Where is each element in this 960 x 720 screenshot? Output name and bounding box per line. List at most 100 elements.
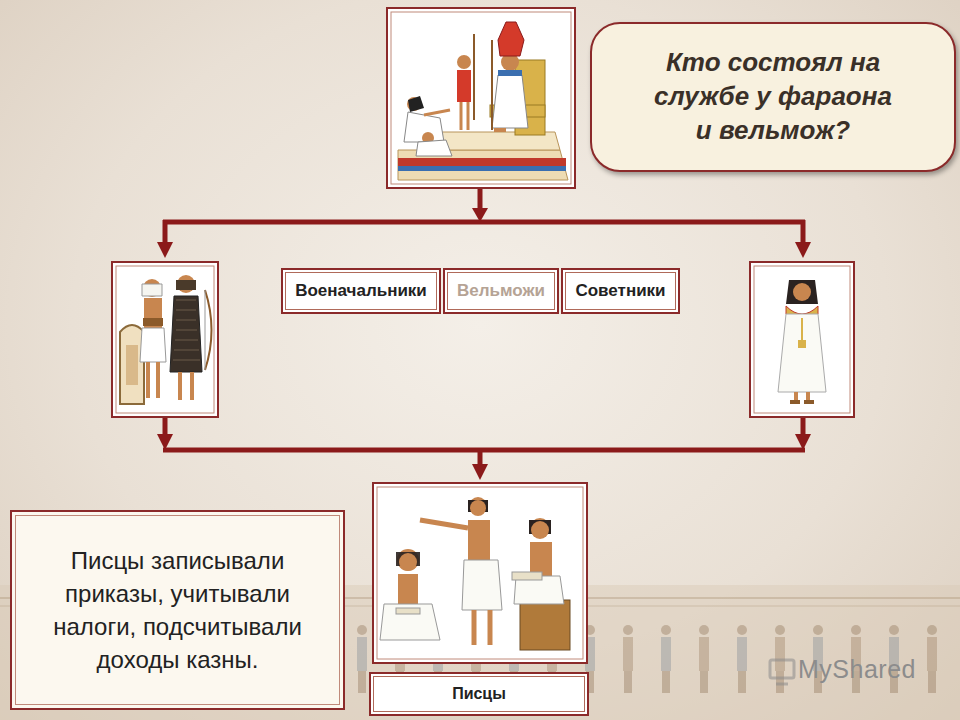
frieze-figure [661,625,671,635]
pharaoh-picture [492,75,528,128]
plate-label: Писцы [452,685,506,703]
pharaoh-picture [491,40,493,130]
warriors-picture [205,290,212,370]
pharaoh-picture [387,8,575,188]
flow-arrows [157,188,811,480]
pharaoh-picture [473,34,475,120]
rank-label: Советники [575,281,665,301]
scribes-picture [398,574,418,604]
frieze-figure [357,625,367,635]
scribes-picture [520,600,570,650]
warriors-picture [170,296,202,372]
advisor-picture [804,400,814,404]
warriors-picture [176,280,196,290]
warriors-picture [142,284,162,296]
advisor-picture [750,262,854,417]
frieze-figure [928,671,936,693]
advisor-picture [778,314,826,392]
frieze-figure [776,671,784,693]
advisor-picture [790,400,800,404]
scribes-picture [373,483,587,663]
rank-box: Советники [561,268,680,314]
frieze-figure [775,637,785,671]
warriors-picture [120,325,144,404]
warriors-picture [144,298,162,328]
frieze-figure [737,625,747,693]
frieze-figure [662,671,670,693]
question-box: Кто состоял на службе у фараона и вельмо… [590,22,956,172]
pharaoh-picture [467,102,470,130]
frieze-figure [623,625,633,693]
flow-arrows [795,242,811,258]
advisor-picture [801,318,803,340]
pharaoh-picture [498,70,522,76]
pharaoh-picture [460,102,463,130]
rank-box: Военачальники [281,268,441,314]
rank-label-faded: Вельможи [457,281,545,301]
pharaoh-picture [457,70,471,102]
frieze-figure [851,625,861,635]
pharaoh-picture [457,55,471,69]
advisor-picture [754,266,850,413]
frieze-figure [927,637,937,671]
frieze-figure [737,625,747,635]
advisor-picture [786,280,818,304]
pharaoh-picture [424,110,450,115]
frieze-figure [927,625,937,693]
warriors-picture [178,372,182,400]
advisor-picture [793,283,811,301]
warriors-picture [143,279,161,297]
rank-label: Военачальники [295,281,427,301]
frieze-figure [700,671,708,693]
pharaoh-picture [416,140,452,156]
warriors-picture [156,362,160,398]
frieze-figure [813,625,823,635]
frieze-figure [927,625,937,635]
pharaoh-picture [398,166,566,171]
pharaoh-picture [398,158,566,166]
frieze-figure [357,637,367,671]
advisor-picture [750,262,854,417]
scribes-picture [531,521,549,539]
name-plate: Писцы [369,672,589,716]
flow-arrows [163,220,805,225]
scribes-picture [373,483,587,663]
frieze-figure [699,625,709,635]
frieze-figure [699,625,709,693]
scribes-picture [396,608,420,614]
pharaoh-picture [494,128,506,132]
flow-arrows [157,242,173,258]
flow-arrows [163,448,805,453]
pharaoh-picture [498,22,524,56]
frieze-figure [623,637,633,671]
advisor-picture [798,340,806,348]
note-box: Писцы записывали приказы, учитывали нало… [10,510,345,710]
question-text: Кто состоял на службе у фараона и вельмо… [647,46,899,147]
scribes-picture [397,549,419,571]
scribes-picture [399,553,417,571]
frieze-figure [358,671,366,693]
frieze-figure [661,625,671,693]
rank-box-faded: Вельможи [443,268,559,314]
scribes-picture [512,572,542,580]
warriors-picture [126,345,138,385]
warriors-picture [177,275,195,293]
scribes-picture [472,610,477,645]
warriors-picture [173,300,200,360]
note-text: Писцы записывали приказы, учитывали нало… [42,544,313,676]
frieze-figure [738,671,746,693]
pharaoh-picture [387,8,575,188]
frieze-figure [661,637,671,671]
warriors-picture [140,328,166,362]
flow-arrows [472,464,488,480]
pharaoh-picture [408,96,424,112]
warriors-picture [112,262,218,417]
frieze-figure [624,671,632,693]
frieze-figure [623,625,633,635]
frieze-figure [889,625,899,635]
scribes-picture [377,487,583,659]
watermark-icon [770,660,794,684]
frieze-figure [775,625,785,635]
scribes-picture [470,500,486,516]
